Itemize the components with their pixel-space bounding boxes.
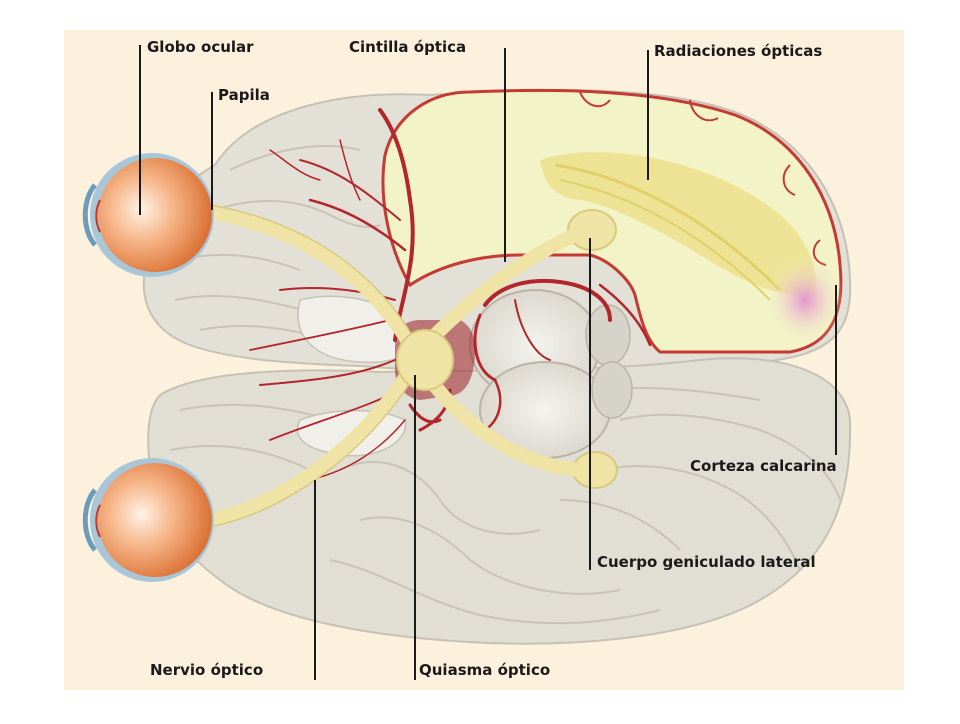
eyeball-upper	[82, 153, 214, 277]
label-optic-chiasm: Quiasma óptico	[419, 661, 551, 679]
leader-lines	[139, 45, 837, 680]
brain	[142, 88, 852, 645]
midbrain	[469, 289, 633, 459]
label-calcarine-cortex: Corteza calcarina	[690, 457, 837, 475]
optic-chiasm	[396, 329, 454, 391]
label-optic-radiations: Radiaciones ópticas	[654, 42, 823, 60]
label-optic-nerve: Nervio óptico	[150, 661, 264, 679]
lateral-geniculate-body	[567, 209, 617, 251]
eyeball-lower	[82, 458, 214, 582]
visual-pathway	[203, 205, 587, 527]
label-lateral-geniculate-body: Cuerpo geniculado lateral	[597, 553, 816, 571]
calcarine-cortex	[765, 255, 845, 345]
label-eyeball: Globo ocular	[147, 38, 254, 56]
label-optic-tract: Cintilla óptica	[349, 38, 467, 56]
label-optic-disc: Papila	[218, 86, 270, 104]
gyri	[169, 145, 841, 625]
